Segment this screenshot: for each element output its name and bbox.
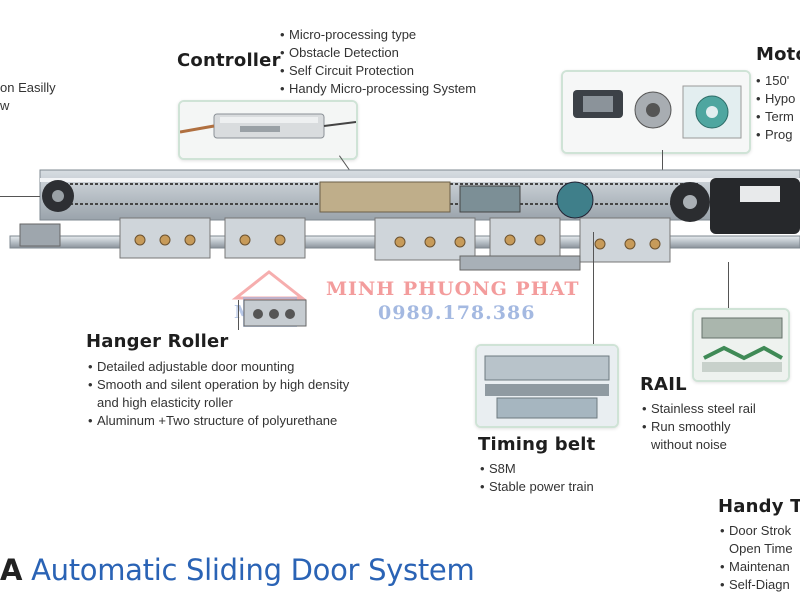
timing-belt-photo [475,344,619,428]
hanger-plate-4 [489,217,561,259]
motor-parts-image [563,72,749,152]
watermark-company: MINH PHUONG PHAT [326,278,580,300]
page-title-text: Automatic Sliding Door System [31,553,475,587]
hanger-plate-2 [224,217,306,259]
motor-pointer [662,150,663,184]
rail-heading: RAIL [640,374,687,395]
timing-belt-bullets: S8M Stable power train [480,460,594,496]
left-partial-line-1: on Easilly [0,80,56,95]
controller-unit-image [180,102,356,158]
controller-bullet: Obstacle Detection [280,44,476,62]
controller-bullet: Handy Micro-processing System [280,80,476,98]
rail-bullet: Run smoothly [642,418,756,436]
left-partial-text: on Easilly w [0,79,56,115]
rail-image [694,310,788,380]
motor-bullet: 150' [756,72,795,90]
timing-belt-pointer [593,232,594,344]
motor-bullets: 150' Hypo Term Prog [756,72,795,144]
left-pointer [0,196,40,197]
rail-bullet: Stainless steel rail [642,400,756,418]
handy-terminal-bullet: Maintenan [720,558,793,576]
motor-bullet: Hypo [756,90,795,108]
handy-terminal-heading: Handy Ter [718,496,800,517]
hanger-roller-bullet: Detailed adjustable door mounting [88,358,349,376]
rail-bullet: without noise [651,437,727,452]
hanger-roller-image [243,299,307,327]
handy-terminal-bullet: Open Time [729,541,793,556]
controller-housing [319,181,451,213]
timing-belt-heading: Timing belt [478,434,596,455]
controller-bullet: Micro-processing type [280,26,476,44]
timing-belt-bullet: S8M [480,460,594,478]
hanger-roller-bullet: and high elasticity roller [97,395,233,410]
controller-bullets: Micro-processing type Obstacle Detection… [280,26,476,98]
rail-photo [692,308,790,382]
motor-photo [561,70,751,154]
hanger-roller-bullet: Aluminum +Two structure of polyurethane [88,412,349,430]
hanger-roller-pointer [238,300,239,330]
rail-pointer [728,262,729,308]
motor-bullet: Prog [756,126,795,144]
handy-terminal-bullets: Door Strok Open Time Maintenan Self-Diag… [720,522,793,594]
page-title: A Automatic Sliding Door System [0,553,475,587]
hanger-roller-bullet: Smooth and silent operation by high dens… [88,376,349,394]
hanger-roller-heading: Hanger Roller [86,331,229,352]
controller-heading: Controller [177,50,281,71]
handy-terminal-bullet: Self-Diagn [720,576,793,594]
watermark-phone: 0989.178.386 [378,302,536,324]
left-partial-line-2: w [0,98,10,113]
door-operator-mechanism [9,169,800,271]
hanger-roller-bullets: Detailed adjustable door mounting Smooth… [88,358,349,430]
handy-terminal-bullet: Door Strok [720,522,793,540]
timing-belt-image [477,346,617,426]
rail-bullets: Stainless steel rail Run smoothly withou… [642,400,756,454]
motor-heading: Moto [756,44,800,65]
motor-bullet: Term [756,108,795,126]
controller-bullet: Self Circuit Protection [280,62,476,80]
hanger-roller-photo [240,294,310,334]
timing-belt-bullet: Stable power train [480,478,594,496]
controller-photo [178,100,358,160]
page-title-lead: A [0,553,23,587]
